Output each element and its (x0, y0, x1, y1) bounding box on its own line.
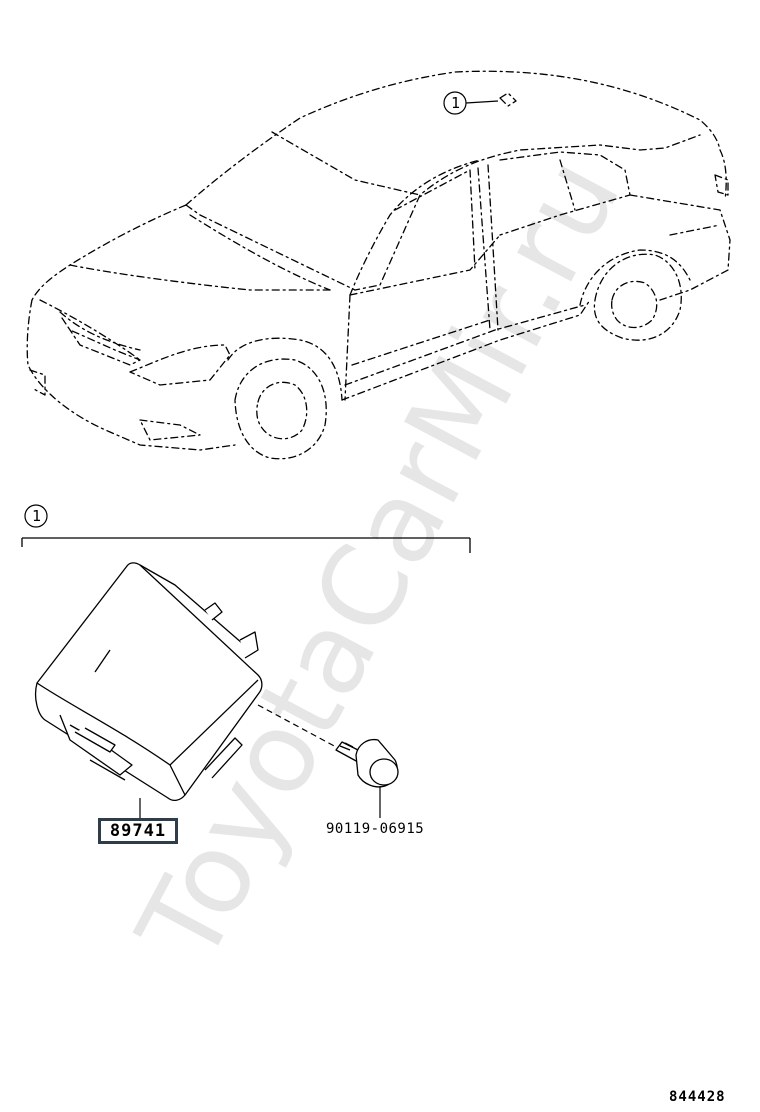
part-number-89741: 89741 (109, 821, 167, 841)
car-outline (26, 70, 731, 460)
callout-label-section: 1 (32, 507, 42, 525)
part-number-box-89741[interactable]: 89741 (98, 818, 178, 844)
control-module-drawing (34, 562, 263, 802)
callout-1-top (443, 91, 499, 115)
callout-label-top: 1 (451, 94, 461, 112)
bolt-drawing (335, 738, 399, 788)
assembly-line (257, 704, 339, 749)
callout-1-section (21, 504, 471, 553)
part-number-90119-06915[interactable]: 90119-06915 (326, 821, 425, 837)
diagram-reference-number: 844428 (669, 1089, 726, 1105)
